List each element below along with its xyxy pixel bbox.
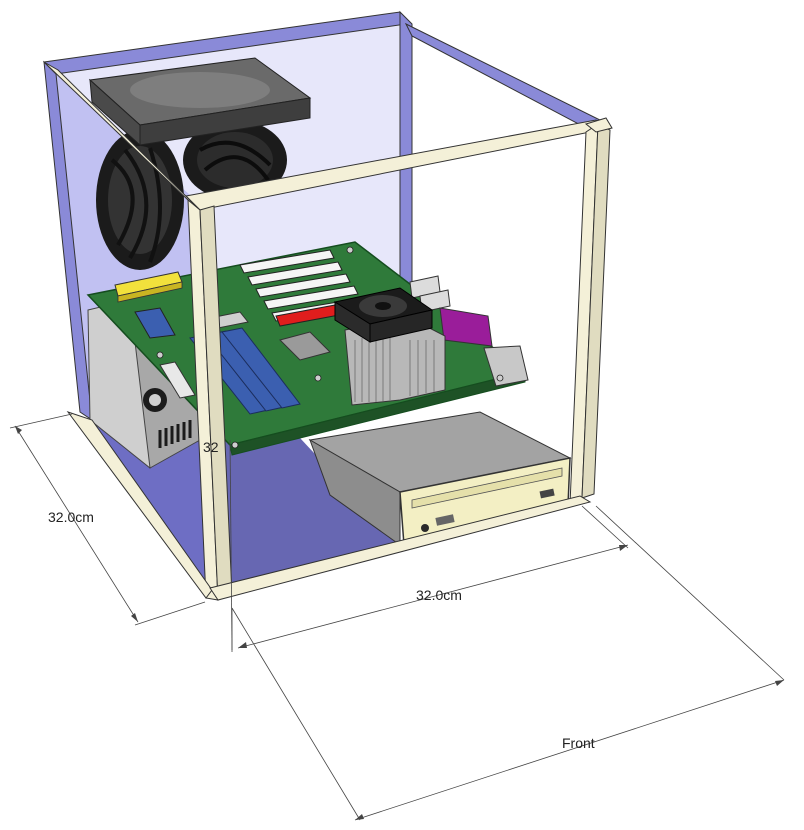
front-label: Front xyxy=(562,735,595,751)
front-frame xyxy=(43,61,613,601)
dimension-lines xyxy=(9,413,785,821)
cpu-cooler xyxy=(333,287,446,406)
height-dimension-label: 32 xyxy=(203,439,219,455)
dimension-arrows xyxy=(15,426,784,820)
hard-drive xyxy=(88,57,312,147)
rear-fan-right xyxy=(183,120,287,200)
rear-fan-left xyxy=(96,130,184,270)
parallel-port xyxy=(439,307,493,347)
depth-dimension-label: 32.0cm xyxy=(48,509,94,525)
width-dimension-label: 32.0cm xyxy=(416,587,462,603)
optical-drive xyxy=(308,411,572,546)
